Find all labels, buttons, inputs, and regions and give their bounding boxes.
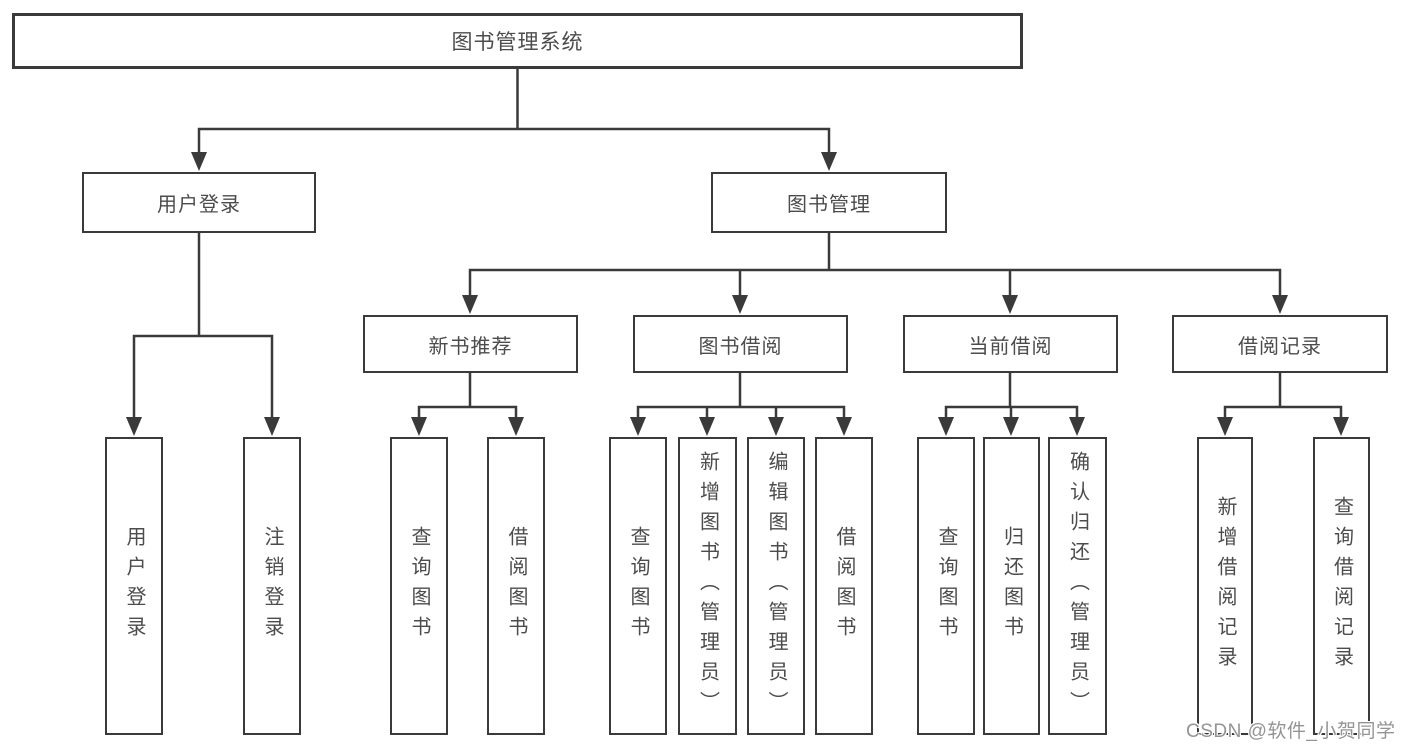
node-current-borrow-label: 当前借阅 bbox=[968, 335, 1053, 358]
node-root-system: 图书管理系统 bbox=[12, 13, 1023, 69]
leaf-return-books-label: 归还图书 bbox=[1000, 526, 1023, 646]
arrow-down-icon bbox=[126, 417, 142, 436]
node-borrow-record: 借阅记录 bbox=[1172, 315, 1388, 373]
leaf-query-borrow-record: 查询借阅记录 bbox=[1313, 437, 1370, 735]
csdn-watermark: CSDN @软件_小贺同学 bbox=[1186, 721, 1396, 742]
arrow-down-icon bbox=[768, 417, 784, 436]
leaf-add-borrow-record: 新增借阅记录 bbox=[1197, 437, 1253, 735]
leaf-borrow-books-2: 借阅图书 bbox=[815, 437, 873, 735]
arrow-down-icon bbox=[1333, 417, 1349, 436]
leaf-query-books-2-label: 查询图书 bbox=[627, 526, 649, 646]
node-book-management-label: 图书管理 bbox=[787, 194, 871, 216]
node-book-management: 图书管理 bbox=[711, 172, 947, 233]
arrow-down-icon bbox=[732, 295, 748, 314]
leaf-user-login-label: 用户登录 bbox=[123, 526, 145, 646]
connector-arrowheads bbox=[126, 152, 1349, 436]
arrow-down-icon bbox=[1003, 417, 1019, 436]
leaf-query-books-1-label: 查询图书 bbox=[408, 526, 430, 646]
leaf-logout-label: 注销登录 bbox=[261, 526, 283, 646]
leaf-borrow-books-2-label: 借阅图书 bbox=[833, 526, 855, 646]
arrow-down-icon bbox=[1217, 417, 1233, 436]
leaf-add-borrow-record-label: 新增借阅记录 bbox=[1214, 496, 1236, 676]
node-current-borrow: 当前借阅 bbox=[903, 315, 1118, 373]
arrow-down-icon bbox=[264, 417, 280, 436]
arrow-down-icon bbox=[836, 417, 852, 436]
leaf-query-books-3: 查询图书 bbox=[917, 437, 975, 735]
arrow-down-icon bbox=[821, 152, 837, 171]
leaf-confirm-return-admin: 确认归还（管理员） bbox=[1048, 437, 1107, 735]
arrow-down-icon bbox=[938, 417, 954, 436]
leaf-return-books: 归还图书 bbox=[983, 437, 1040, 735]
connector-line-group bbox=[132, 67, 1343, 421]
node-book-borrow-label: 图书借阅 bbox=[698, 335, 783, 358]
leaf-query-books-3-label: 查询图书 bbox=[935, 526, 957, 646]
leaf-query-borrow-record-label: 查询借阅记录 bbox=[1330, 496, 1353, 676]
node-new-book-recommend-label: 新书推荐 bbox=[428, 335, 513, 358]
leaf-user-login: 用户登录 bbox=[105, 437, 163, 735]
leaf-borrow-books-1-label: 借阅图书 bbox=[505, 526, 527, 646]
arrow-down-icon bbox=[462, 295, 478, 314]
leaf-query-books-2: 查询图书 bbox=[609, 437, 667, 735]
leaf-query-books-1: 查询图书 bbox=[390, 437, 448, 735]
arrow-down-icon bbox=[699, 417, 715, 436]
arrow-down-icon bbox=[191, 152, 207, 171]
node-new-book-recommend: 新书推荐 bbox=[363, 315, 578, 373]
leaf-add-books-admin-label: 新增图书（管理员） bbox=[696, 451, 719, 721]
node-root-label: 图书管理系统 bbox=[451, 31, 584, 54]
arrow-down-icon bbox=[1069, 417, 1085, 436]
leaf-logout: 注销登录 bbox=[243, 437, 301, 735]
arrow-down-icon bbox=[1272, 295, 1288, 314]
node-borrow-record-label: 借阅记录 bbox=[1238, 335, 1322, 358]
arrow-down-icon bbox=[630, 417, 646, 436]
arrow-down-icon bbox=[508, 417, 524, 436]
arrow-down-icon bbox=[411, 417, 427, 436]
leaf-borrow-books-1: 借阅图书 bbox=[487, 437, 545, 735]
node-user-login-label: 用户登录 bbox=[157, 194, 241, 216]
leaf-edit-books-admin-label: 编辑图书（管理员） bbox=[765, 451, 787, 721]
connector-path bbox=[132, 67, 1343, 421]
leaf-edit-books-admin: 编辑图书（管理员） bbox=[747, 437, 805, 735]
leaf-add-books-admin: 新增图书（管理员） bbox=[678, 437, 737, 735]
node-user-login: 用户登录 bbox=[82, 172, 316, 233]
node-book-borrow: 图书借阅 bbox=[633, 315, 848, 373]
leaf-confirm-return-admin-label: 确认归还（管理员） bbox=[1066, 451, 1089, 721]
arrow-down-icon bbox=[1002, 295, 1018, 314]
